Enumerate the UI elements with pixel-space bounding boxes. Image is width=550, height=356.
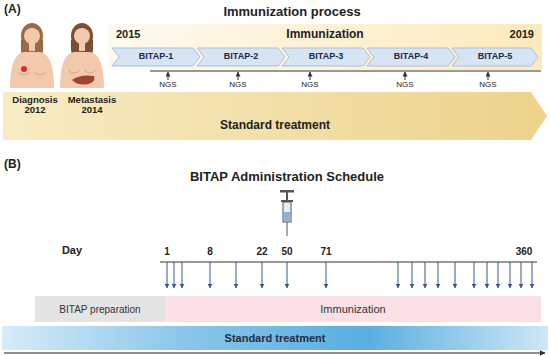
bitap-step: BITAP-1 [112, 48, 200, 66]
dose-arrows [167, 262, 532, 288]
dose-arrow [236, 262, 237, 288]
needle [287, 222, 288, 236]
node-shape [108, 24, 542, 70]
tumor-mark [21, 66, 27, 72]
syringe-icon [280, 190, 294, 236]
barrel [283, 202, 291, 222]
ngs-arrow [310, 72, 311, 80]
node-shape [112, 48, 200, 66]
panel-letter: (B) [4, 158, 21, 171]
ngs-label: NGS [229, 81, 246, 90]
ngs-arrows [168, 72, 488, 80]
neck [29, 43, 35, 51]
node-label: BITAP-4 [394, 52, 428, 62]
bitap-step: BITAP-2 [197, 48, 285, 66]
ngs-arrow [488, 72, 489, 80]
day-number: 360 [516, 246, 533, 257]
node-shape [452, 48, 538, 66]
ngs-label: NGS [159, 81, 176, 90]
head [24, 28, 40, 44]
patient-figure [10, 23, 54, 88]
node-label: Standard treatment [220, 119, 330, 132]
immunization-box: Immunization [165, 296, 541, 322]
dose-arrow [262, 262, 263, 288]
dose-arrow [412, 262, 413, 288]
node-shape [35, 296, 165, 322]
ngs-label: NGS [301, 81, 318, 90]
node-shape [367, 48, 455, 66]
node-label: Standard treatment [225, 332, 326, 344]
bitap-step: BITAP-3 [282, 48, 370, 66]
dose-arrow [167, 262, 168, 288]
node-label: BITAP-5 [478, 52, 512, 62]
dose-arrow [521, 262, 522, 288]
day-number: 1 [164, 246, 170, 257]
dose-arrow [510, 262, 511, 288]
head [74, 28, 90, 44]
axis-title: Day [62, 244, 82, 256]
day-number: 71 [320, 246, 331, 257]
dose-arrow [287, 262, 288, 288]
dose-arrow [487, 262, 488, 288]
plunger-rod [286, 192, 288, 200]
dose-arrow [474, 262, 475, 288]
dose-arrow [210, 262, 211, 288]
ngs-label: NGS [479, 81, 496, 90]
dose-arrow [398, 262, 399, 288]
node-label: Immunization [320, 303, 385, 315]
node-label: BITAP-3 [309, 52, 343, 62]
day-number: 22 [256, 246, 267, 257]
panel-title: BITAP Administration Schedule [190, 170, 384, 184]
day-number: 8 [207, 246, 213, 257]
liquid [284, 212, 290, 221]
node-label: 2015 [116, 28, 140, 40]
schedule-line [160, 262, 537, 263]
node-label: BITAP-1 [139, 52, 173, 62]
node-label: BITAP-2 [224, 52, 258, 62]
dose-arrow [532, 262, 533, 288]
dose-arrow [498, 262, 499, 288]
ngs-arrow [238, 72, 239, 80]
neck [79, 43, 85, 51]
node-shape [2, 326, 548, 350]
node-label: 2019 [510, 28, 534, 40]
treatment-band: Standard treatment [2, 326, 548, 350]
dose-arrow [455, 262, 456, 288]
torso [60, 52, 104, 88]
time-arrow [4, 352, 545, 353]
node-label: Metastasis 2014 [63, 95, 121, 116]
preparation-box: BITAP preparation [35, 296, 165, 322]
timeline-line [150, 71, 541, 72]
node-label: BITAP preparation [59, 304, 140, 315]
patient-figure [60, 23, 104, 88]
node-label: Diagnosis 2012 [11, 95, 59, 116]
torso [10, 52, 54, 88]
panel-letter: (A) [4, 3, 21, 16]
day-number: 50 [281, 246, 292, 257]
treatment-band: Diagnosis 2012Metastasis 2014Standard tr… [3, 92, 547, 140]
dose-arrow [174, 262, 175, 288]
dose-arrow [438, 262, 439, 288]
node-shape [282, 48, 370, 66]
ngs-arrow [405, 72, 406, 80]
ngs-label: NGS [396, 81, 413, 90]
ngs-arrow [168, 72, 169, 80]
bitap-step: BITAP-5 [452, 48, 538, 66]
node-label: Immunization [286, 28, 363, 41]
dose-arrow [326, 262, 327, 288]
liver [72, 76, 94, 85]
phase-band: 2015 Immunization 2019BITAP-1 BITAP-2 BITAP-… [108, 24, 542, 70]
bust-line [18, 72, 46, 75]
node-shape [3, 92, 547, 140]
dose-arrow [182, 262, 183, 288]
node-shape [197, 48, 285, 66]
bust-line [68, 70, 96, 73]
panel-title: Immunization process [223, 5, 360, 19]
bitap-step: BITAP-4 [367, 48, 455, 66]
node-shape [165, 296, 541, 322]
dose-arrow [425, 262, 426, 288]
